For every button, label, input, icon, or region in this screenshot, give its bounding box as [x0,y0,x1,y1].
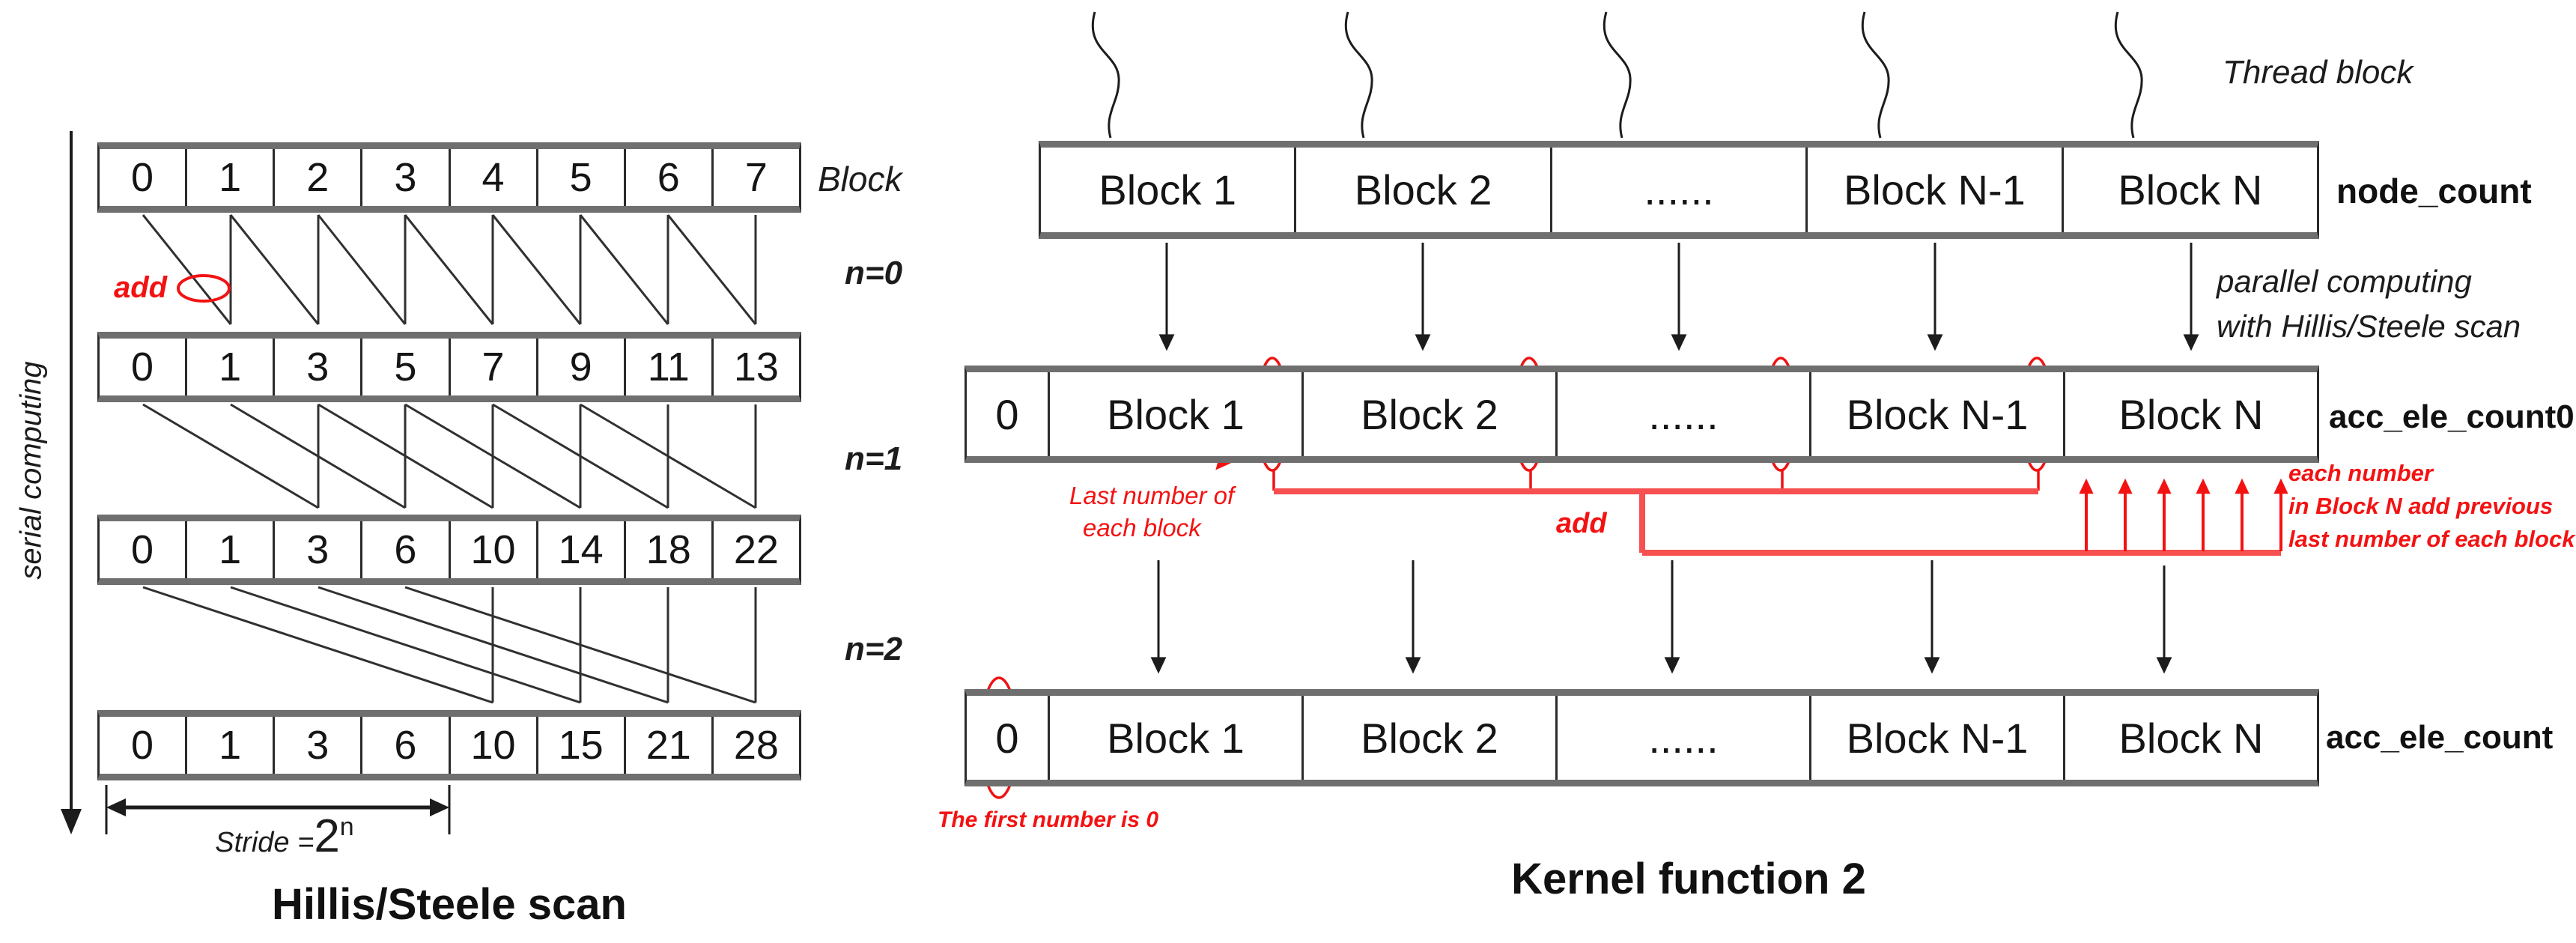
zero-cell: 0 [995,714,1019,762]
stride-arrow [105,785,451,834]
thread-block-squiggles [1091,11,2143,139]
first-number-annotation: The first number is 0 [938,807,1159,832]
serial-computing-label: serial computing [14,361,48,580]
scan-cell: 10 [448,717,536,774]
scan-cell: 1 [185,149,273,206]
last-number-line2: each block [1083,514,1201,542]
scan-cell: 5 [360,339,448,395]
scan-cell: 0 [131,527,154,572]
n2-label: n=2 [845,631,903,667]
acc-ele-count-row: 0 Block 1 Block 2 ...... Block N-1 Block… [965,689,2319,786]
last-number-annotation: Last number of each block [1069,479,1234,544]
block-cell: Block 2 [1301,372,1555,456]
serial-computing-arrow [61,131,82,834]
scan-row-3: 0 1 3 6 10 15 21 28 [97,710,801,780]
scan-cell: 7 [711,149,799,206]
scan-cell: 10 [448,521,536,578]
stride-base: 2 [314,810,340,862]
stride-exponent: n [339,813,354,841]
scan-cell: 1 [185,717,273,774]
scan-cell: 7 [448,339,536,395]
scan-cell: 2 [273,149,360,206]
scan-cell: 22 [711,521,799,578]
block-cell: Block N-1 [1809,372,2063,456]
right-title: Kernel function 2 [1511,855,1866,903]
block-cell: Block N [2061,148,2317,232]
each-number-line1: each number [2288,460,2433,486]
node-count-label: node_count [2336,172,2532,210]
node-count-row: Block 1 Block 2 ...... Block N-1 Block N [1039,141,2319,239]
block-cell: ...... [1555,372,1809,456]
scan-cell: 1 [185,339,273,395]
block-cell: ...... [1555,696,1809,780]
left-title: Hillis/Steele scan [272,880,627,929]
acc-ele-count0-row: 0 Block 1 Block 2 ...... Block N-1 Block… [965,366,2319,463]
stride-prefix: Stride = [215,827,315,858]
n1-label: n=1 [845,440,903,477]
acc-ele-count0-label: acc_ele_count0 [2329,398,2575,435]
scan-cell: 28 [711,717,799,774]
block-cell: ...... [1549,148,1805,232]
block-cell: Block 1 [1048,372,1301,456]
scan-cell: 3 [273,339,360,395]
scan-links-n0 [142,214,757,325]
add-label: add [114,271,168,304]
block-cell: Block N [2063,696,2317,780]
thread-block-label: Thread block [2223,54,2414,91]
acc-ele-count-label: acc_ele_count [2326,719,2554,756]
stride-label: Stride = 2 n [150,810,419,862]
scan-cell: 5 [535,149,624,206]
scan-cell: 3 [273,717,360,774]
scan-cell: 0 [131,345,154,389]
scan-cell: 9 [535,339,624,395]
scan-cell: 6 [623,149,711,206]
block-row-label: Block [818,160,902,198]
scan-row-2: 0 1 3 6 10 14 18 22 [97,515,801,585]
add-connector-lines [1274,488,2281,556]
last-number-line1: Last number of [1069,482,1235,509]
block-n-add-arrows [2079,478,2288,551]
block-cell: Block 1 [1099,166,1237,213]
scan-links-n2 [142,586,757,704]
each-number-annotation: each number in Block N add previous last… [2288,457,2575,556]
n0-label: n=0 [845,255,903,291]
block-cell: Block N-1 [1809,696,2063,780]
scan-cell: 11 [623,339,711,395]
block-cell: Block N [2063,372,2317,456]
each-number-line2: in Block N add previous [2288,493,2554,519]
scan-cell: 4 [448,149,536,206]
zero-cell: 0 [995,390,1019,438]
scan-row-1: 0 1 3 5 7 9 11 13 [97,332,801,402]
scan-cell: 0 [131,723,154,768]
block-cell: Block 1 [1048,696,1301,780]
add-annotation: add [1556,508,1607,539]
parallel-computing-label-line1: parallel computing [2217,264,2472,299]
scan-cell: 21 [623,717,711,774]
node-to-acc-arrows [1158,243,2199,351]
scan-cell: 0 [131,155,154,200]
scan-row-0: 0 1 2 3 4 5 6 7 [97,142,801,213]
scan-cell: 3 [273,521,360,578]
scan-cell: 6 [360,717,448,774]
scan-cell: 13 [711,339,799,395]
scan-links-n1 [142,403,757,509]
scan-cell: 1 [185,521,273,578]
scan-cell: 18 [623,521,711,578]
scan-cell: 3 [360,149,448,206]
parallel-computing-label-line2: with Hillis/Steele scan [2217,309,2521,344]
acc0-to-acc-arrows [1150,560,2172,674]
scan-cell: 15 [535,717,624,774]
add-ellipse [177,274,231,303]
scan-cell: 6 [360,521,448,578]
block-cell: Block N-1 [1805,148,2061,232]
each-number-line3: last number of each block [2288,526,2575,552]
block-cell: Block 2 [1301,696,1555,780]
block-cell: Block 2 [1294,148,1549,232]
scan-cell: 14 [535,521,624,578]
